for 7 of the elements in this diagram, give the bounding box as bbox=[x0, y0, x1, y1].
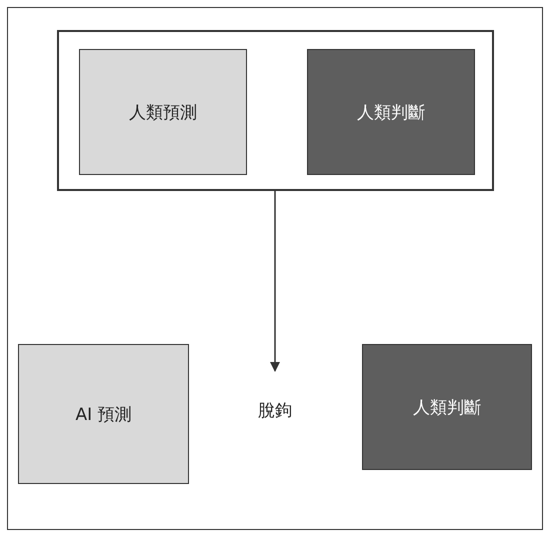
arrow bbox=[270, 191, 280, 372]
process-box: 人類判斷 bbox=[362, 344, 532, 470]
process-box: AI 預測 bbox=[18, 344, 189, 484]
process-box: 人類預測 bbox=[79, 49, 247, 175]
process-box: 人類判斷 bbox=[307, 49, 475, 175]
group-box bbox=[57, 30, 494, 191]
node-label: 脫鉤 bbox=[245, 397, 305, 423]
